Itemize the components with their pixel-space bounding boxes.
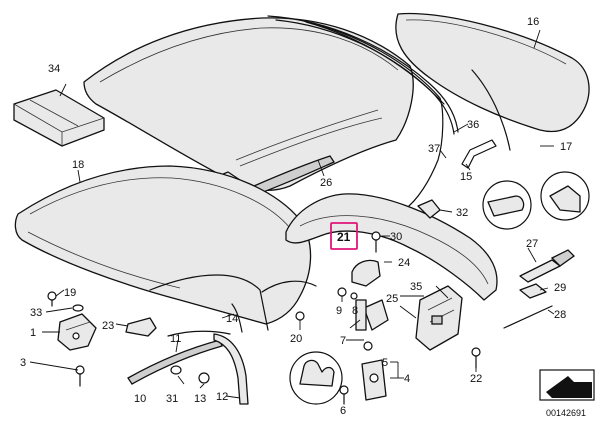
part-7-hinge bbox=[363, 299, 389, 351]
label-8: 8 bbox=[352, 305, 358, 317]
label-6: 6 bbox=[340, 405, 346, 417]
part-26-trim bbox=[253, 155, 335, 195]
label-14: 14 bbox=[226, 313, 238, 325]
part-21-rear-strip bbox=[285, 193, 498, 301]
part-labels: 16 34 36 37 17 18 26 15 32 30 27 24 35 2… bbox=[20, 16, 572, 417]
label-26: 26 bbox=[320, 177, 332, 189]
label-17: 17 bbox=[560, 141, 572, 153]
label-18: 18 bbox=[72, 159, 84, 171]
label-35: 35 bbox=[410, 281, 422, 293]
detail-rail-end bbox=[482, 180, 532, 230]
label-33: 33 bbox=[30, 307, 42, 319]
label-30: 30 bbox=[390, 231, 402, 243]
label-36: 36 bbox=[467, 119, 479, 131]
label-20: 20 bbox=[290, 333, 302, 345]
part-13-knob bbox=[198, 372, 210, 384]
part-6-bolt bbox=[339, 385, 349, 405]
part-15-seal-corner bbox=[461, 139, 497, 169]
label-13: 13 bbox=[194, 393, 206, 405]
part-8-plate bbox=[355, 299, 367, 331]
label-16: 16 bbox=[527, 16, 539, 28]
label-23: 23 bbox=[102, 320, 114, 332]
label-7: 7 bbox=[340, 335, 346, 347]
part-31-washer bbox=[170, 365, 182, 375]
part-30-screw bbox=[371, 231, 381, 253]
part-12-rail bbox=[213, 333, 249, 405]
label-3: 3 bbox=[20, 357, 26, 369]
part-16-panel bbox=[395, 12, 590, 133]
part-11-rail bbox=[167, 330, 231, 337]
part-17-rail bbox=[471, 69, 511, 151]
part-3-bolt bbox=[75, 365, 85, 387]
part-14-rail bbox=[231, 303, 243, 333]
part-28-rod bbox=[503, 305, 553, 329]
part-29-pad bbox=[519, 283, 547, 299]
label-11: 11 bbox=[170, 333, 181, 345]
label-10: 10 bbox=[134, 393, 146, 405]
part-34-cushion bbox=[13, 89, 105, 147]
part-23-clip bbox=[125, 317, 157, 337]
label-27: 27 bbox=[526, 238, 538, 250]
label-9: 9 bbox=[336, 305, 342, 317]
label-28: 28 bbox=[554, 309, 566, 321]
detail-bracket bbox=[540, 171, 590, 221]
part-27-tool bbox=[519, 249, 576, 283]
label-34: 34 bbox=[48, 63, 60, 75]
label-19: 19 bbox=[64, 287, 76, 299]
callout-label-21: 21 bbox=[337, 230, 351, 244]
part-20-fastener bbox=[295, 311, 305, 321]
leader-lines bbox=[29, 29, 555, 399]
part-22-bolt bbox=[471, 347, 481, 369]
label-29: 29 bbox=[554, 282, 566, 294]
roof-canopy bbox=[83, 17, 414, 192]
part-37-seal bbox=[299, 19, 445, 211]
arrow-box-icon bbox=[539, 369, 595, 401]
label-12: 12 bbox=[216, 391, 228, 403]
part-18-top-frame bbox=[14, 165, 317, 331]
label-24: 24 bbox=[398, 257, 410, 269]
part-4-latch bbox=[361, 359, 387, 401]
label-15: 15 bbox=[460, 171, 472, 183]
label-31: 31 bbox=[166, 393, 178, 405]
label-37: 37 bbox=[428, 143, 440, 155]
document-number: 00142691 bbox=[546, 408, 586, 418]
part-25-mechanism bbox=[415, 285, 463, 351]
label-25: 25 bbox=[386, 293, 398, 305]
part-1-hinge bbox=[57, 313, 97, 351]
part-24-bracket bbox=[351, 259, 381, 287]
label-32: 32 bbox=[456, 207, 468, 219]
highlight-callout-box bbox=[330, 222, 358, 250]
label-22: 22 bbox=[470, 373, 482, 385]
label-1: 1 bbox=[30, 327, 36, 339]
part-19-screw bbox=[47, 291, 57, 307]
part-9-washer bbox=[337, 287, 358, 300]
part-33-washer bbox=[72, 304, 84, 312]
detail-seal-section bbox=[289, 351, 343, 405]
label-5: 5 bbox=[382, 357, 388, 369]
label-4: 4 bbox=[404, 373, 410, 385]
